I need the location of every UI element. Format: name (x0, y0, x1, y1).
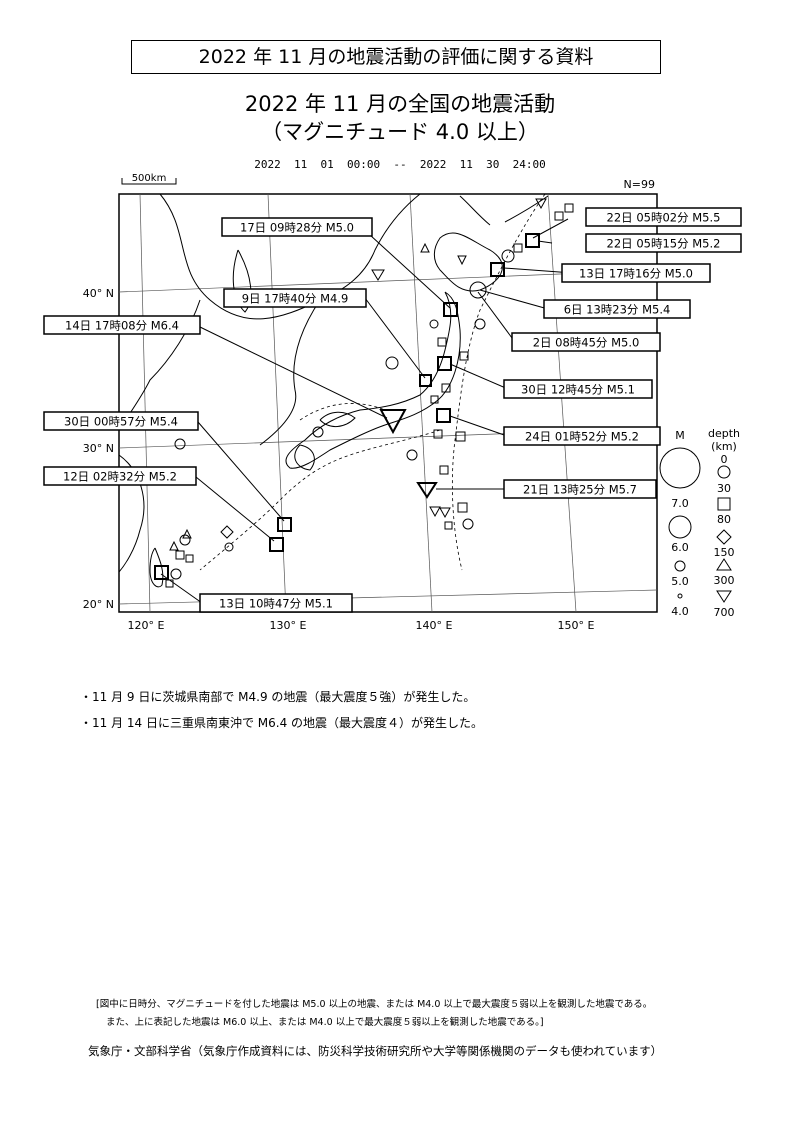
earthquake-label-text: 6日 13時23分 M5.4 (564, 303, 671, 317)
svg-text:0: 0 (721, 453, 728, 466)
earthquake-label-box (543, 299, 691, 319)
legend-mag-header: M (675, 429, 685, 442)
svg-text:300: 300 (714, 574, 735, 587)
map-subtitle: （マグニチュード 4.0 以上） (261, 120, 539, 144)
earthquake-label-box (511, 332, 661, 352)
scale-bar: 500km (121, 173, 177, 185)
earthquake-label-box (503, 379, 653, 399)
earthquake-label-box (223, 288, 367, 308)
earthquake-label-text: 17日 09時28分 M5.0 (240, 221, 354, 235)
earthquake-label: 17日 09時28分 M5.0 (221, 217, 373, 237)
map-frame (118, 193, 658, 613)
earthquake-label-box (199, 593, 353, 613)
earthquake-label-text: 22日 05時15分 M5.2 (607, 237, 721, 251)
svg-text:80: 80 (717, 513, 731, 526)
earthquake-label: 12日 02時32分 M5.2 (43, 466, 197, 486)
earthquake-label: 30日 12時45分 M5.1 (503, 379, 653, 399)
earthquake-label: 13日 17時16分 M5.0 (561, 263, 711, 283)
earthquake-label-box (585, 207, 742, 227)
earthquake-label-text: 24日 01時52分 M5.2 (525, 430, 639, 444)
svg-text:(km): (km) (711, 440, 737, 453)
svg-text:700: 700 (714, 606, 735, 619)
svg-text:30: 30 (717, 482, 731, 495)
earthquake-label-text: 21日 13時25分 M5.7 (523, 483, 637, 497)
svg-text:7.0: 7.0 (671, 497, 689, 510)
scale-label: 500km (132, 173, 167, 184)
svg-text:4.0: 4.0 (671, 605, 689, 618)
bullet-list: ・11 月 9 日に茨城県南部で M4.9 の地震（最大震度５強）が発生した。 … (80, 688, 483, 740)
legend-depth-header: depth (708, 427, 740, 440)
earthquake-label-text: 9日 17時40分 M4.9 (242, 292, 349, 306)
earthquake-label: 22日 05時15分 M5.2 (585, 233, 742, 253)
earthquake-label-text: 13日 10時47分 M5.1 (219, 597, 333, 611)
count-label: N=99 (624, 178, 655, 191)
earthquake-label-box (503, 426, 661, 446)
svg-text:150° E: 150° E (558, 619, 595, 632)
svg-text:40° N: 40° N (83, 287, 114, 300)
earthquake-label-box (221, 217, 373, 237)
map-title: 2022 年 11 月の全国の地震活動 (244, 92, 556, 116)
note: [図中に日時分、マグニチュードを付した地震は M5.0 以上の地震、または M4… (96, 996, 652, 1032)
earthquake-label-box (43, 411, 199, 431)
earthquake-label-text: 30日 00時57分 M5.4 (64, 415, 178, 429)
earthquake-label-text: 30日 12時45分 M5.1 (521, 383, 635, 397)
svg-text:140° E: 140° E (416, 619, 453, 632)
document-title: 2022 年 11 月の地震活動の評価に関する資料 (131, 40, 661, 74)
earthquake-label: 21日 13時25分 M5.7 (503, 479, 657, 499)
earthquake-label-box (43, 466, 197, 486)
legend: M 7.0 6.0 5.0 4.0 depth (km) 0 30 80 150… (659, 427, 740, 619)
earthquake-label: 13日 10時47分 M5.1 (199, 593, 353, 613)
earthquake-label-text: 13日 17時16分 M5.0 (579, 267, 693, 281)
svg-text:120° E: 120° E (128, 619, 165, 632)
earthquake-label-text: 2日 08時45分 M5.0 (533, 336, 640, 350)
latitude-labels: 40° N 30° N 20° N (83, 287, 114, 611)
credit: 気象庁・文部科学省（気象庁作成資料には、防災科学技術研究所や大学等関係機関のデー… (88, 1044, 663, 1058)
svg-text:130° E: 130° E (270, 619, 307, 632)
bullet-item: ・11 月 14 日に三重県南東沖で M6.4 の地震（最大震度４）が発生した。 (80, 716, 484, 730)
earthquake-label: 9日 17時40分 M4.9 (223, 288, 367, 308)
svg-text:6.0: 6.0 (671, 541, 689, 554)
epicenter-symbols (154, 198, 574, 588)
note-line: [図中に日時分、マグニチュードを付した地震は M5.0 以上の地震、または M4… (96, 999, 653, 1010)
earthquake-label: 24日 01時52分 M5.2 (503, 426, 661, 446)
earthquake-label-text: 12日 02時32分 M5.2 (63, 470, 177, 484)
period-range: 2022 11 01 00:00 -- 2022 11 30 24:00 (254, 158, 546, 171)
earthquake-label: 30日 00時57分 M5.4 (43, 411, 199, 431)
earthquake-label: 22日 05時02分 M5.5 (585, 207, 742, 227)
earthquake-label-box (561, 263, 711, 283)
earthquake-label: 2日 08時45分 M5.0 (511, 332, 661, 352)
earthquake-label: 6日 13時23分 M5.4 (543, 299, 691, 319)
leader-lines (160, 218, 574, 604)
svg-text:150: 150 (714, 546, 735, 559)
earthquake-label: 14日 17時08分 M6.4 (43, 315, 201, 335)
earthquake-map: 500km N=99 (43, 173, 742, 632)
earthquake-label-box (43, 315, 201, 335)
earthquake-label-box (503, 479, 657, 499)
svg-text:20° N: 20° N (83, 598, 114, 611)
earthquake-label-box (585, 233, 742, 253)
bullet-item: ・11 月 9 日に茨城県南部で M4.9 の地震（最大震度５強）が発生した。 (80, 690, 476, 704)
label-layer: 17日 09時28分 M5.0 22日 05時02分 M5.5 22日 05時15分… (43, 207, 742, 613)
earthquake-label-text: 14日 17時08分 M6.4 (65, 319, 179, 333)
longitude-labels: 120° E 130° E 140° E 150° E (128, 619, 595, 632)
earthquake-label-text: 22日 05時02分 M5.5 (607, 211, 721, 225)
svg-text:5.0: 5.0 (671, 575, 689, 588)
note-line: また、上に表記した地震は M6.0 以上、または M4.0 以上で最大震度５弱以… (106, 1017, 544, 1028)
svg-text:30° N: 30° N (83, 442, 114, 455)
